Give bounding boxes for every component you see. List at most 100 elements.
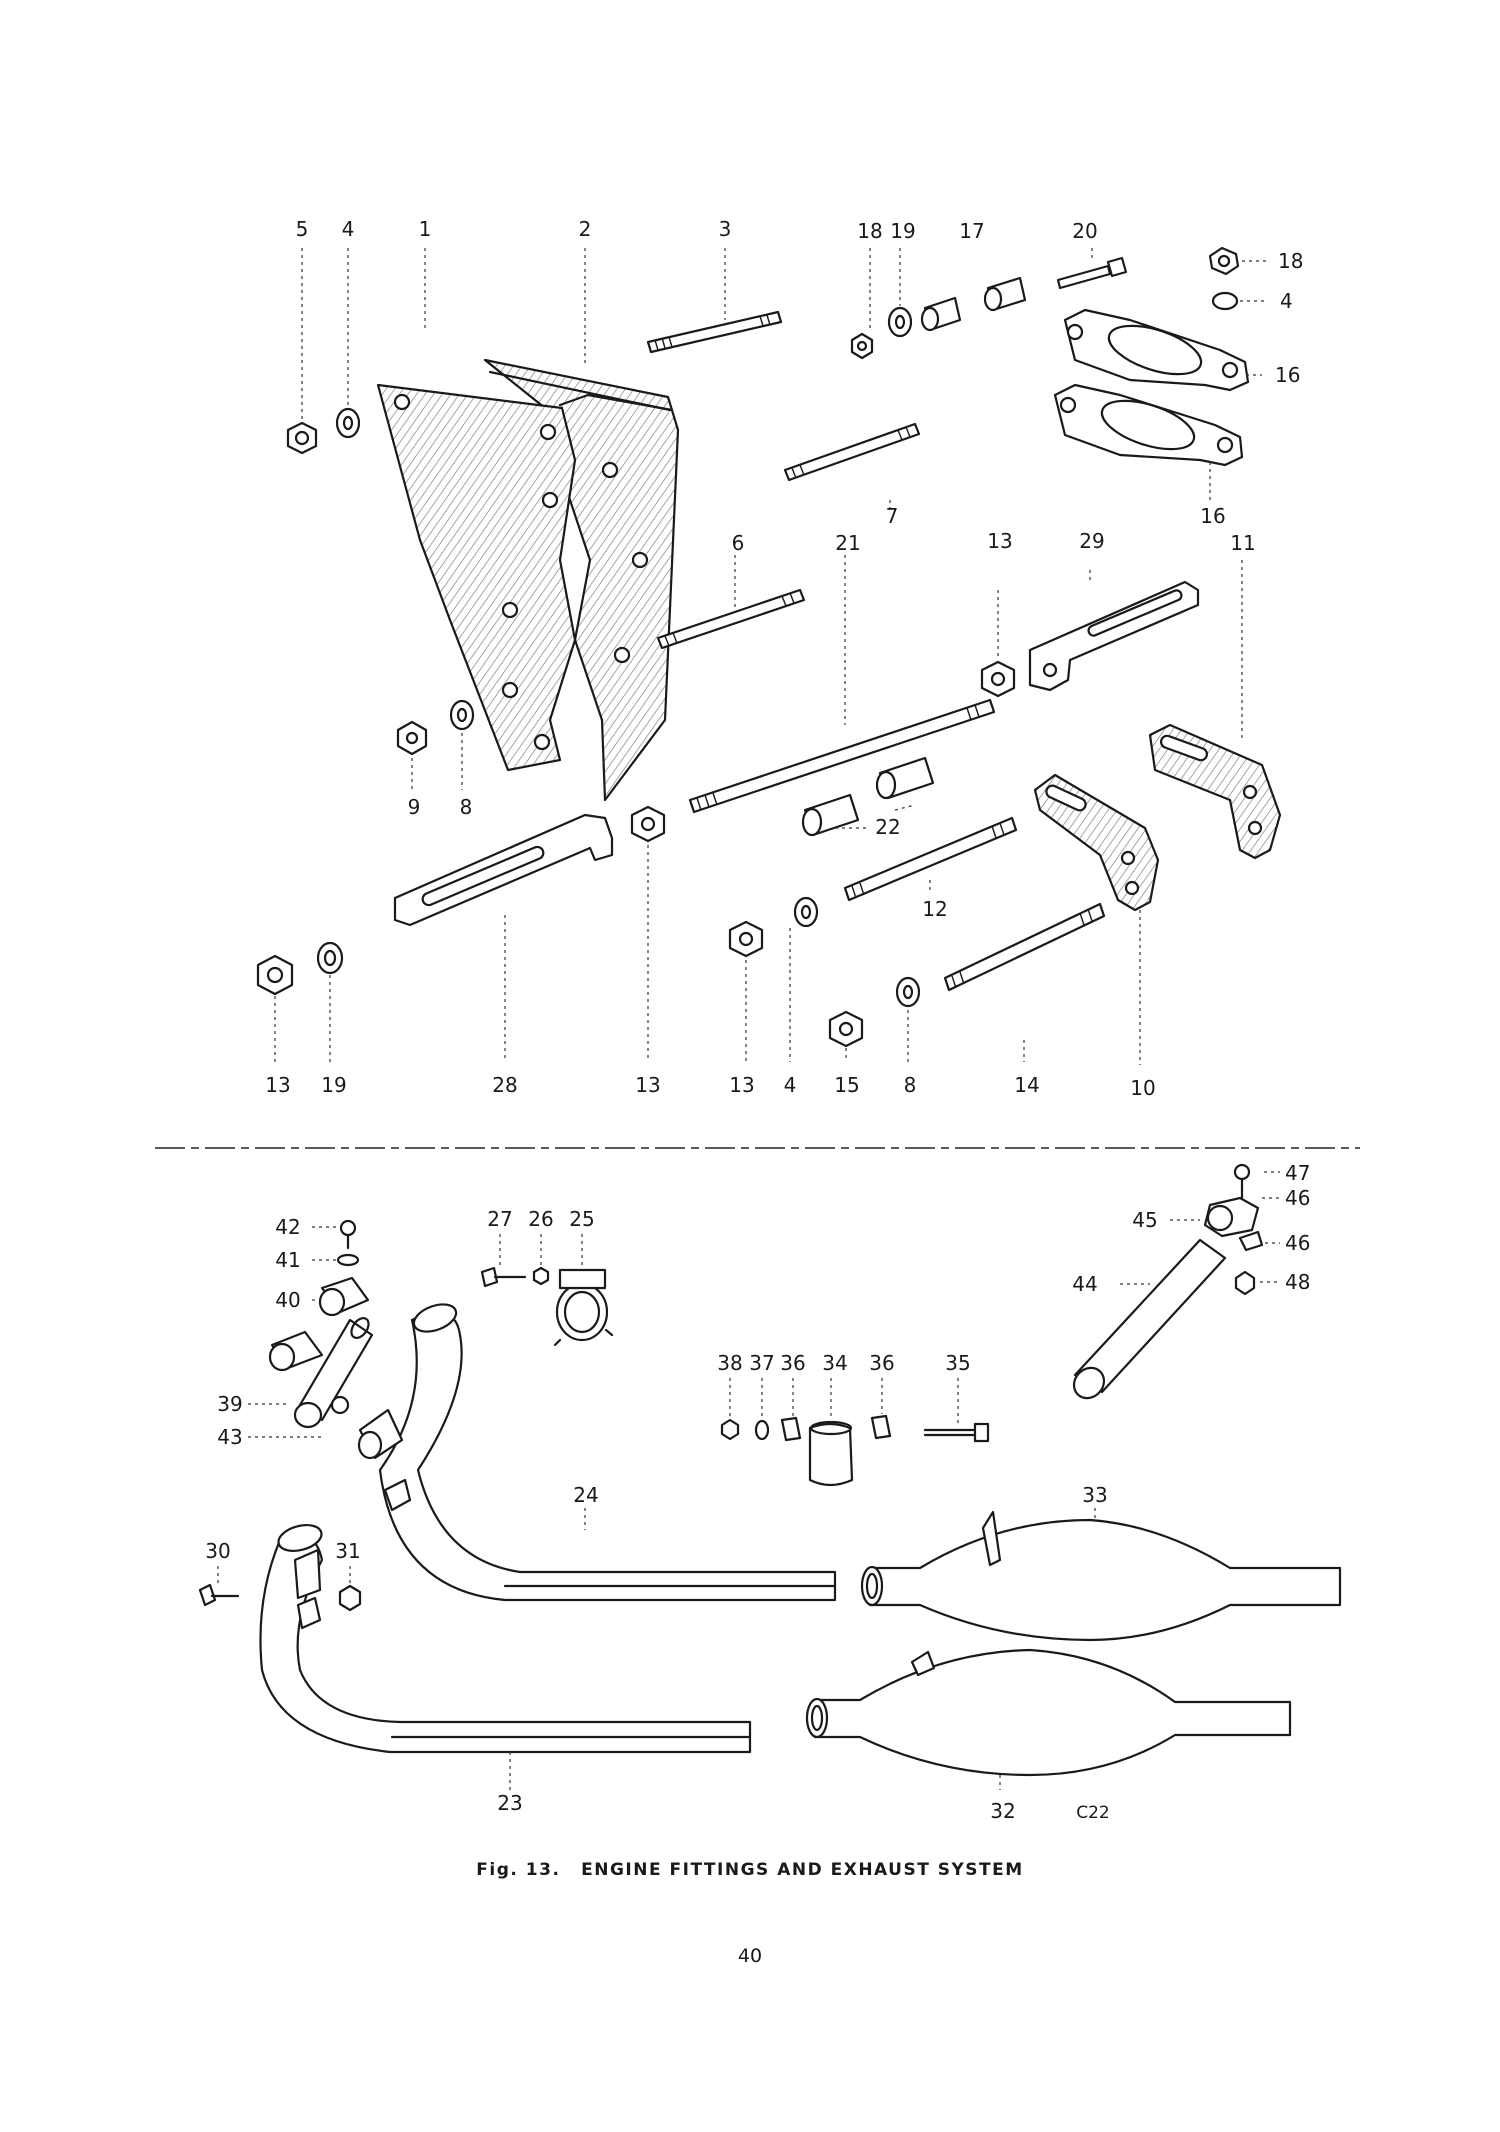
washer-37: [754, 1419, 770, 1441]
nut-13-mid: [980, 660, 1016, 698]
callout-35: 35: [945, 1351, 970, 1375]
callout-10: 10: [1130, 1076, 1155, 1100]
nut-18-top: [850, 332, 874, 360]
washer-19-top: [887, 306, 913, 338]
callout-13-top: 13: [987, 529, 1012, 553]
bolt-20: [1056, 256, 1128, 290]
bolt-42: [339, 1219, 357, 1250]
callout-13-center: 13: [635, 1073, 660, 1097]
bolt-35: [923, 1422, 990, 1443]
engine-plate-front: [376, 383, 577, 772]
callout-6: 6: [732, 531, 745, 555]
callout-8-low: 8: [904, 1073, 917, 1097]
figure-caption: Fig. 13. ENGINE FITTINGS AND EXHAUST SYS…: [0, 1860, 1500, 1880]
callout-30: 30: [205, 1539, 230, 1563]
stud-3: [646, 310, 783, 354]
callout-21: 21: [835, 531, 860, 555]
callout-7: 7: [886, 504, 899, 528]
callout-4-low: 4: [784, 1073, 797, 1097]
silencer-32: [805, 1648, 1292, 1777]
pipe-44: [1072, 1238, 1227, 1400]
stud-14: [943, 902, 1106, 992]
callout-13-left: 13: [265, 1073, 290, 1097]
callout-44: 44: [1072, 1272, 1097, 1296]
silencer-33: [860, 1510, 1342, 1642]
callout-45: 45: [1132, 1208, 1157, 1232]
washer-4-right: [1211, 291, 1239, 311]
callout-18: 18: [857, 219, 882, 243]
nut-15: [828, 1010, 864, 1048]
bracket-28: [393, 813, 614, 927]
stud-21: [688, 698, 996, 814]
callout-34: 34: [822, 1351, 847, 1375]
callout-16-lower: 16: [1200, 504, 1225, 528]
callout-11: 11: [1230, 531, 1255, 555]
callout-32: 32: [990, 1799, 1015, 1823]
callout-48: 48: [1285, 1270, 1310, 1294]
clamp-25: [553, 1268, 614, 1347]
bolt-30: [198, 1583, 240, 1607]
nut-48: [1234, 1270, 1256, 1296]
figure-title: ENGINE FITTINGS AND EXHAUST SYSTEM: [581, 1860, 1024, 1880]
bracket-29: [1028, 580, 1200, 692]
callout-36-left: 36: [780, 1351, 805, 1375]
clamp-40: [318, 1276, 370, 1317]
callout-25: 25: [569, 1207, 594, 1231]
spacer-22a: [801, 793, 860, 837]
callout-27: 27: [487, 1207, 512, 1231]
callout-46-lower: 46: [1285, 1231, 1310, 1255]
bracket-10: [1033, 773, 1160, 912]
callout-5: 5: [296, 217, 309, 241]
drawing-code: C22: [1076, 1803, 1110, 1823]
callout-33: 33: [1082, 1483, 1107, 1507]
nut-38: [720, 1418, 740, 1441]
callout-47: 47: [1285, 1161, 1310, 1185]
callout-15: 15: [834, 1073, 859, 1097]
stud-6: [656, 588, 806, 650]
washer-4-low: [793, 896, 819, 928]
callout-18-right: 18: [1278, 249, 1303, 273]
callout-13-low: 13: [729, 1073, 754, 1097]
figure-number: Fig. 13.: [476, 1860, 561, 1880]
callout-23: 23: [497, 1791, 522, 1815]
spacer-17a: [920, 296, 962, 332]
callout-40: 40: [275, 1288, 300, 1312]
callout-2: 2: [579, 217, 592, 241]
bolt-47: [1233, 1163, 1251, 1202]
nut-13-low: [728, 920, 764, 958]
nut-9: [396, 720, 428, 756]
callout-29: 29: [1079, 529, 1104, 553]
washer-4-top: [335, 407, 361, 439]
callout-38: 38: [717, 1351, 742, 1375]
washer-41: [336, 1253, 360, 1267]
bracket-11: [1148, 723, 1282, 860]
clip-34: [808, 1420, 854, 1487]
washer-19-left: [316, 941, 344, 975]
stud-7: [783, 422, 921, 482]
callout-8-top: 8: [460, 795, 473, 819]
callout-39: 39: [217, 1392, 242, 1416]
callout-9: 9: [408, 795, 421, 819]
bracket-43: [330, 1395, 350, 1415]
clamp-45: [1203, 1196, 1260, 1238]
callout-3: 3: [719, 217, 732, 241]
callout-4: 4: [342, 217, 355, 241]
callout-28: 28: [492, 1073, 517, 1097]
nut-5: [286, 421, 318, 455]
callout-17: 17: [959, 219, 984, 243]
nut-18-right: [1208, 246, 1240, 276]
callout-41: 41: [275, 1248, 300, 1272]
clamp-40b: [268, 1330, 324, 1372]
callout-36-right: 36: [869, 1351, 894, 1375]
engine-plate-rear: [483, 358, 680, 802]
spacer-22b: [875, 756, 935, 800]
stud-12: [843, 816, 1018, 902]
callout-16-upper: 16: [1275, 363, 1300, 387]
page-number: 40: [737, 1945, 763, 1967]
callout-4-right: 4: [1280, 289, 1293, 313]
bracket-16-lower: [1053, 383, 1244, 467]
callout-14: 14: [1014, 1073, 1039, 1097]
callout-19-left: 19: [321, 1073, 346, 1097]
nut-26: [532, 1266, 550, 1286]
